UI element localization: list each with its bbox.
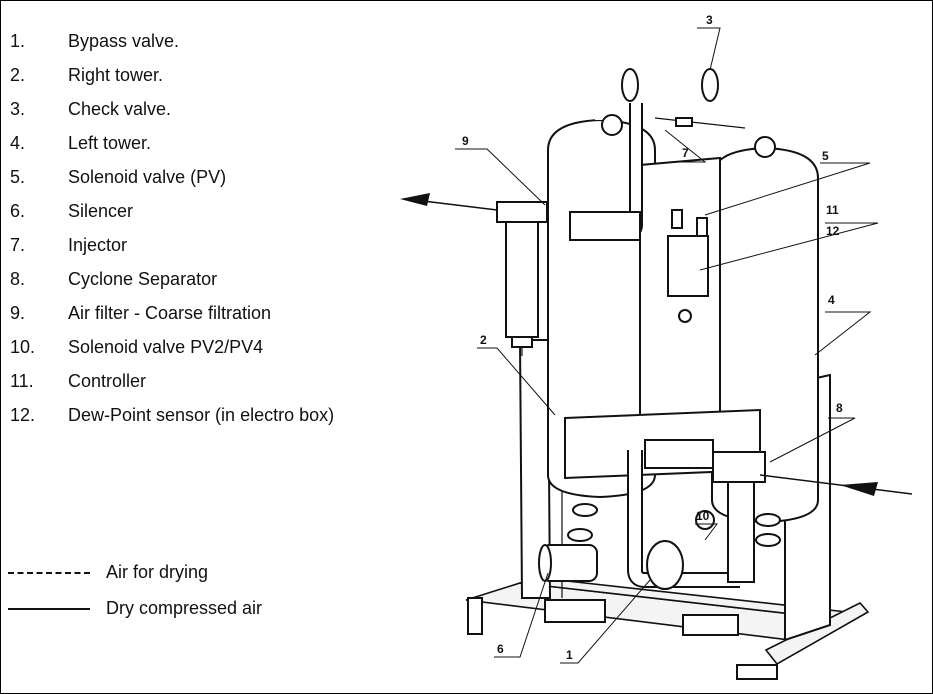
flow-arrows [400, 193, 913, 496]
callout-2: 2 [480, 333, 487, 347]
callout-7: 7 [682, 146, 689, 160]
legend-item-4: 4.Left tower. [10, 133, 152, 153]
component-legend: 1.Bypass valve. 2.Right tower. 3.Check v… [0, 0, 380, 694]
dashed-line-icon [8, 572, 90, 575]
solid-line-icon [8, 608, 90, 611]
legend-item-8: 8.Cyclone Separator [10, 269, 218, 289]
legend-item-7: 7.Injector [10, 235, 128, 255]
legend-item-12: 12.Dew-Point sensor (in electro box) [10, 405, 335, 425]
legend-item-9: 9.Air filter - Coarse filtration [10, 303, 272, 323]
callout-leaders [455, 27, 879, 664]
line-key-solid: Dry compressed air [8, 597, 262, 619]
base-skid [465, 577, 870, 680]
legend-item-2: 2.Right tower. [10, 65, 164, 85]
legend-item-11: 11.Controller [10, 371, 147, 391]
legend-item-5: 5.Solenoid valve (PV) [10, 167, 227, 187]
callout-3: 3 [706, 13, 713, 27]
callout-5: 5 [822, 149, 829, 163]
callout-9: 9 [462, 134, 469, 148]
legend-item-1: 1.Bypass valve. [10, 31, 180, 51]
callout-8: 8 [836, 401, 843, 415]
line-key-dashed: Air for drying [8, 561, 208, 583]
callout-12: 12 [826, 224, 840, 238]
top-manifold [595, 60, 783, 158]
callout-4: 4 [828, 293, 835, 307]
air-filter-assembly [496, 103, 643, 356]
legend-item-10: 10.Solenoid valve PV2/PV4 [10, 337, 264, 357]
callout-1: 1 [566, 648, 573, 662]
callout-6: 6 [497, 642, 504, 656]
legend-item-3: 3.Check valve. [10, 99, 172, 119]
center-panel [639, 156, 721, 427]
callout-10: 10 [696, 509, 710, 523]
legend-item-6: 6.Silencer [10, 201, 134, 221]
bottom-manifold [538, 408, 781, 590]
callout-11: 11 [826, 203, 839, 217]
